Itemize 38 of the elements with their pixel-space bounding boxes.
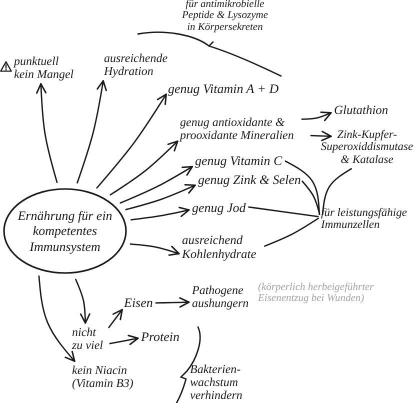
branch-text: genug antioxidante & prooxidante Mineralien (180, 116, 308, 142)
branch-text: nicht zu viel (72, 326, 107, 352)
branch-text: Glutathion (334, 104, 388, 118)
branch-text: ausreichende Hydration (104, 52, 174, 78)
topic-text: Ernährung für ein kompetentes Immunsystem (16, 208, 114, 254)
branch-text: genug Jod (192, 201, 246, 216)
arrow (75, 278, 90, 324)
arrow (130, 243, 180, 256)
arrow (109, 334, 139, 346)
arrow (38, 275, 76, 362)
arrow (120, 166, 194, 204)
annotation-text: Bakterien-wachstum verhindern (190, 363, 244, 402)
arrow (155, 297, 190, 308)
branch-text: Zink-Kupfer-Superoxiddismutase & Katalase (320, 129, 414, 166)
branch-text: Protein (141, 330, 180, 344)
connector-line (264, 218, 320, 247)
arrow (96, 93, 167, 189)
arrow (108, 308, 123, 328)
arrow (36, 83, 58, 184)
branch-text: kein Niacin (Vitamin B3) (72, 364, 148, 390)
branch-text: genug Zink & Selen (198, 173, 301, 188)
branch-text: genug Vitamin C (195, 154, 282, 168)
branch-text: genug Vitamin A + D (168, 82, 279, 96)
arrow (301, 112, 332, 122)
arrow (76, 80, 107, 184)
arrow (310, 130, 332, 142)
arrow (130, 206, 190, 220)
branch-text: punktuell kein Mangel (14, 55, 80, 81)
connector-line (284, 160, 320, 216)
arrow (125, 184, 196, 210)
note-text: (körperlich herbeigeführter Eisenentzug bei Wunden) (258, 282, 375, 305)
arrow (110, 140, 178, 196)
branch-text: Eisen (124, 296, 153, 310)
connector-line (322, 168, 352, 216)
branch-text: Pathogene aushungern (192, 284, 254, 310)
connector-line (248, 206, 319, 218)
connector-line (302, 180, 320, 215)
branch-text: ausreichend Kohlenhydrate (182, 234, 262, 261)
